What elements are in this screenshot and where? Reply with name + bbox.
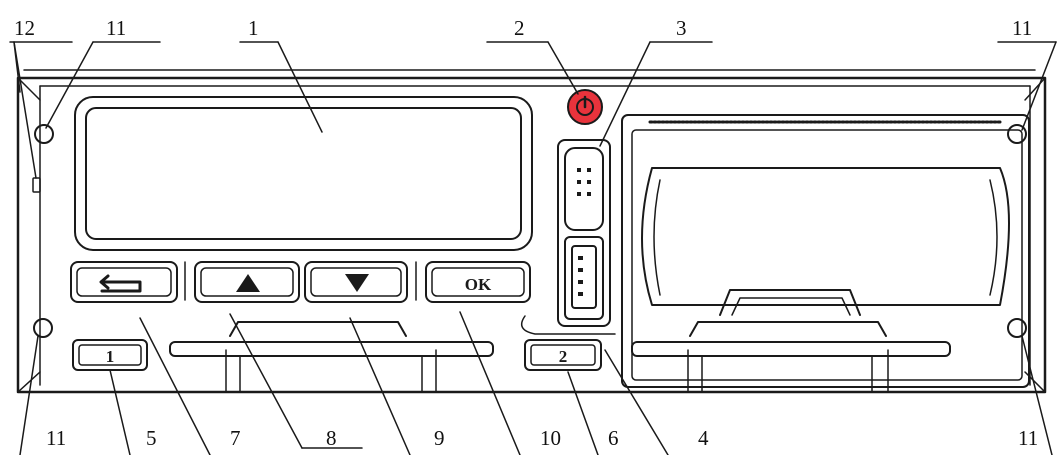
callout-label-9: 9 (434, 426, 445, 450)
card-slot-2-button-label: 2 (559, 347, 568, 366)
card-slot-2[interactable] (631, 321, 951, 393)
callout-label-3: 3 (676, 16, 687, 40)
mount-hole-bottom-right (1007, 318, 1027, 338)
up-button[interactable] (194, 261, 300, 303)
ok-button[interactable]: OK (425, 261, 531, 303)
usb-cover[interactable] (520, 139, 616, 335)
callout-label-11-bottom-left: 11 (46, 426, 67, 450)
callout-label-10: 10 (540, 426, 561, 450)
back-button[interactable] (70, 261, 178, 303)
callout-label-12: 12 (14, 16, 35, 40)
callout-leaders (9, 41, 1057, 456)
callout-label-4: 4 (698, 426, 709, 450)
mount-hole-top-right (1007, 124, 1027, 144)
callout-label-1: 1 (248, 16, 259, 40)
card-slot-1-button-label: 1 (106, 347, 115, 366)
power-button[interactable] (567, 89, 603, 125)
callout-label-8: 8 (326, 426, 337, 450)
display-screen (74, 96, 533, 251)
led-indicator (32, 177, 41, 193)
card-slot-2-button[interactable]: 2 (524, 339, 602, 371)
mount-hole-bottom-left (33, 318, 53, 338)
callout-label-11-top-right: 11 (1012, 16, 1033, 40)
card-slot-1[interactable] (169, 321, 494, 393)
callout-label-2: 2 (514, 16, 525, 40)
callout-label-11-bottom-right: 11 (1018, 426, 1039, 450)
ok-button-label: OK (465, 275, 492, 294)
callout-label-11-top-left: 11 (106, 16, 127, 40)
card-slot-1-button[interactable]: 1 (72, 339, 148, 371)
down-button[interactable] (304, 261, 408, 303)
callout-label-7: 7 (230, 426, 241, 450)
printer-unit[interactable] (621, 114, 1030, 388)
callout-label-6: 6 (608, 426, 619, 450)
callout-label-5: 5 (146, 426, 157, 450)
mount-hole-top-left (34, 124, 54, 144)
